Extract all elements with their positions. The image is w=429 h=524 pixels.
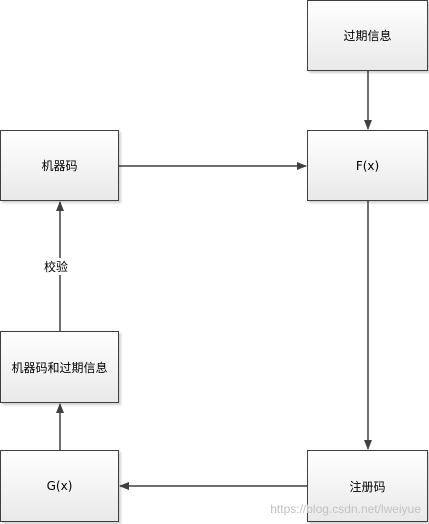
node-expire-info: 过期信息: [307, 0, 428, 71]
edge-label-verify: 校验: [42, 258, 71, 275]
node-fx: F(x): [307, 130, 428, 201]
node-machine-code-and-expire-label: 机器码和过期信息: [11, 360, 108, 375]
watermark: https://blog.csdn.net/lweiyue: [270, 502, 421, 516]
node-fx-label: F(x): [355, 158, 380, 173]
node-register-code: 注册码: [307, 450, 428, 522]
node-machine-code-and-expire: 机器码和过期信息: [0, 331, 119, 403]
node-register-code-label: 注册码: [349, 479, 386, 494]
node-gx-label: G(x): [46, 479, 73, 493]
node-machine-code: 机器码: [0, 130, 119, 201]
node-expire-info-label: 过期信息: [343, 29, 392, 43]
node-machine-code-label: 机器码: [41, 159, 78, 173]
node-gx: G(x): [0, 450, 119, 522]
